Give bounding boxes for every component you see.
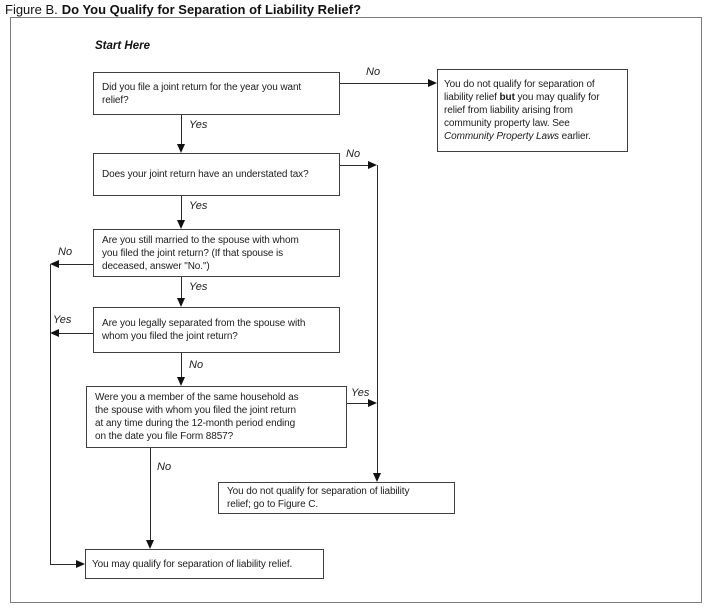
q2-no-arrowhead [368, 161, 377, 169]
q1-no-arrowhead [428, 79, 437, 87]
figure-c-arrowhead [373, 473, 381, 482]
outcome-text-part: you may qualify for relief from liabilit… [444, 92, 600, 129]
question-text: Does your joint return have an understat… [102, 169, 309, 180]
q4-yes-label: Yes [53, 314, 72, 326]
q3-yes-label: Yes [189, 281, 208, 293]
q4-no-line [181, 353, 182, 377]
q2-yes-label: Yes [189, 200, 208, 212]
outcome-text: You may qualify for separation of liabil… [92, 558, 293, 570]
right-rail-line [377, 165, 378, 473]
q3-no-arrowhead [50, 260, 59, 268]
q2-yes-arrowhead [177, 220, 185, 229]
may-qualify-left-arrowhead [76, 560, 85, 568]
outcome-text-part: You do not qualify for separation of lia… [444, 79, 595, 103]
q5-no-label: No [157, 461, 172, 473]
q3-no-label: No [58, 246, 73, 258]
outcome-text: You do not qualify for separation of lia… [227, 486, 410, 510]
q3-yes-arrowhead [177, 298, 185, 307]
question-box-joint-return: Did you file a joint return for the year… [93, 72, 340, 115]
outcome-box-no-joint-return: You do not qualify for separation of lia… [437, 69, 628, 152]
q1-yes-line [181, 115, 182, 145]
question-text: Did you file a joint return for the year… [102, 81, 302, 106]
question-box-same-household: Were you a member of the same household … [86, 386, 347, 448]
q2-no-label: No [346, 148, 361, 160]
q1-no-line [340, 83, 428, 84]
q1-yes-arrowhead [177, 144, 185, 153]
start-here-label: Start Here [95, 40, 150, 52]
q5-yes-arrowhead [368, 399, 377, 407]
question-box-legally-separated: Are you legally separated from the spous… [93, 307, 340, 353]
q4-no-label: No [189, 359, 204, 371]
q5-yes-label: Yes [351, 387, 370, 399]
figure-title: Figure B.Do You Qualify for Separation o… [5, 2, 361, 17]
q4-no-arrowhead [177, 377, 185, 386]
q5-no-arrowhead [146, 540, 154, 549]
q5-yes-line [347, 403, 368, 404]
q1-yes-label: Yes [189, 119, 208, 131]
q3-no-line [59, 264, 93, 265]
left-rail-bottom-line [50, 564, 76, 565]
q2-yes-line [181, 196, 182, 220]
question-box-still-married: Are you still married to the spouse with… [93, 229, 340, 277]
outcome-text-italic: Community Property Laws [444, 131, 559, 142]
outcome-box-figure-c: You do not qualify for separation of lia… [218, 482, 455, 514]
outcome-text-part: earlier. [558, 131, 591, 142]
q1-no-label: No [366, 66, 381, 78]
question-text: Are you still married to the spouse with… [102, 234, 299, 272]
question-box-understated-tax: Does your joint return have an understat… [93, 153, 340, 196]
q4-yes-line [59, 333, 93, 334]
q3-yes-line [181, 277, 182, 298]
outcome-text: You do not qualify for separation of lia… [444, 78, 600, 143]
figure-label: Figure B. [5, 2, 58, 17]
left-rail-line [50, 264, 51, 564]
question-text: Were you a member of the same household … [95, 392, 299, 442]
question-text: Are you legally separated from the spous… [102, 318, 306, 342]
figure-title-text: Do You Qualify for Separation of Liabili… [61, 2, 362, 17]
q2-no-line [340, 165, 368, 166]
q4-yes-arrowhead [50, 329, 59, 337]
q5-no-line [150, 448, 151, 540]
outcome-text-bold: but [499, 92, 515, 103]
outcome-box-may-qualify: You may qualify for separation of liabil… [85, 549, 324, 579]
